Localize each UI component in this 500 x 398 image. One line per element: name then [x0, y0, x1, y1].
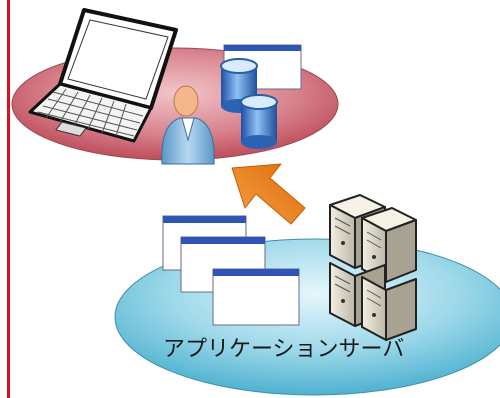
window-icon	[212, 268, 300, 326]
left-border-rule	[7, 0, 10, 398]
laptop-icon	[28, 8, 178, 143]
user-icon	[161, 85, 215, 165]
caption-application-server: アプリケーションサーバ	[163, 337, 405, 362]
arrow-icon	[231, 163, 306, 225]
window-stack	[162, 215, 300, 326]
server-icon	[329, 194, 417, 341]
database-icon	[240, 94, 278, 149]
